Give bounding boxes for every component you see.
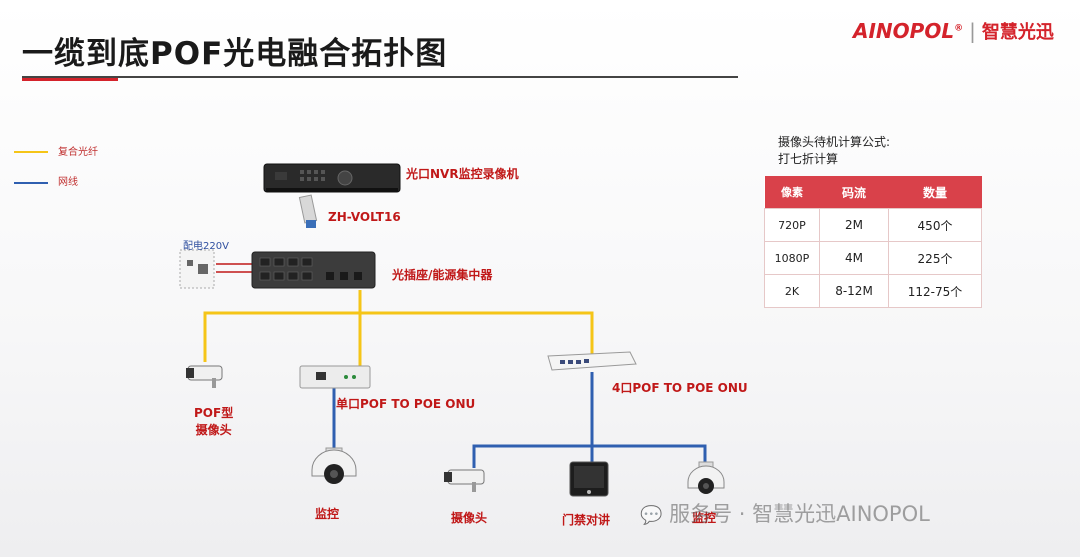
page-title: 一缆到底POF光电融合拓扑图 — [22, 36, 448, 72]
pof-bullet-camera — [186, 365, 223, 388]
watermark: 💬 服务号 · 智慧光迅AINOPOL — [640, 498, 930, 528]
title-underline — [22, 76, 738, 78]
formula-line1: 摄像头待机计算公式: — [778, 135, 891, 149]
wechat-icon: 💬 — [640, 505, 663, 526]
table-cell: 450个 — [888, 208, 982, 242]
table-cell: 1080P — [764, 241, 820, 275]
hub-device — [251, 251, 376, 289]
table-header: 码流 — [819, 176, 889, 209]
power-label: 配电220V — [183, 241, 229, 252]
nvr-device — [263, 163, 401, 193]
camera-label: 摄像头 — [451, 511, 488, 525]
formula-note: 摄像头待机计算公式: 打七折计算 — [778, 134, 890, 168]
table-row: 1080P 4M 225个 — [764, 241, 982, 275]
legend-ethernet-line — [14, 182, 48, 184]
pof-camera-label-line2: 摄像头 — [195, 423, 232, 437]
brand-name: AINOPOL — [853, 19, 955, 43]
monitor-left-label: 监控 — [315, 507, 340, 521]
table-cell: 8-12M — [819, 274, 889, 308]
door-intercom-label: 门禁对讲 — [562, 513, 611, 527]
table-cell: 720P — [764, 208, 820, 242]
sfp-module — [298, 194, 318, 228]
power-wires — [216, 263, 252, 273]
table-row: 720P 2M 450个 — [764, 208, 982, 242]
watermark-text: 服务号 · 智慧光迅AINOPOL — [669, 502, 930, 526]
power-socket — [179, 249, 215, 289]
brand-logo: AINOPOL® |智慧光迅 — [853, 18, 1054, 44]
table-header: 数量 — [888, 176, 982, 209]
title-accent-bar — [22, 78, 118, 81]
formula-line2: 打七折计算 — [778, 152, 839, 166]
registered-mark: ® — [954, 23, 964, 34]
single-onu-device — [299, 365, 371, 389]
table-cell: 2M — [819, 208, 889, 242]
pof-camera-label-line1: POF型 — [194, 406, 234, 420]
ethernet-links — [332, 372, 707, 468]
table-header-row: 像素 码流 数量 — [764, 176, 982, 209]
four-port-onu-device — [547, 351, 637, 371]
table-cell: 112-75个 — [888, 274, 982, 308]
door-intercom — [569, 461, 609, 497]
dome-camera-right — [687, 461, 725, 494]
legend-fiber-label: 复合光纤 — [58, 147, 98, 158]
table-cell: 4M — [819, 241, 889, 275]
brand-separator: | — [969, 19, 976, 43]
sfp-label: ZH-VOLT16 — [328, 210, 401, 224]
table-row: 2K 8-12M 112-75个 — [764, 274, 982, 308]
brand-tagline: 智慧光迅 — [981, 22, 1054, 43]
four-port-onu-label: 4口POF TO POE ONU — [612, 381, 748, 395]
legend-ethernet-label: 网线 — [58, 177, 78, 188]
bullet-camera — [444, 469, 485, 492]
single-onu-label: 单口POF TO POE ONU — [336, 397, 476, 411]
table-header: 像素 — [764, 176, 820, 209]
monitor-right-label: 监控 — [692, 511, 717, 525]
table-cell: 2K — [764, 274, 820, 308]
dome-camera-left — [311, 447, 357, 484]
pof-camera-label: POF型 摄像头 — [194, 405, 233, 439]
hub-label: 光插座/能源集中器 — [392, 268, 493, 282]
ethernet-branch — [472, 444, 707, 468]
fiber-trunk — [203, 311, 594, 362]
legend-fiber-line — [14, 151, 48, 153]
pixel-table: 像素 码流 数量 720P 2M 450个 1080P 4M 225个 2K 8… — [764, 176, 982, 308]
nvr-label: 光口NVR监控录像机 — [406, 167, 519, 181]
table-cell: 225个 — [888, 241, 982, 275]
fiber-links — [203, 290, 594, 366]
